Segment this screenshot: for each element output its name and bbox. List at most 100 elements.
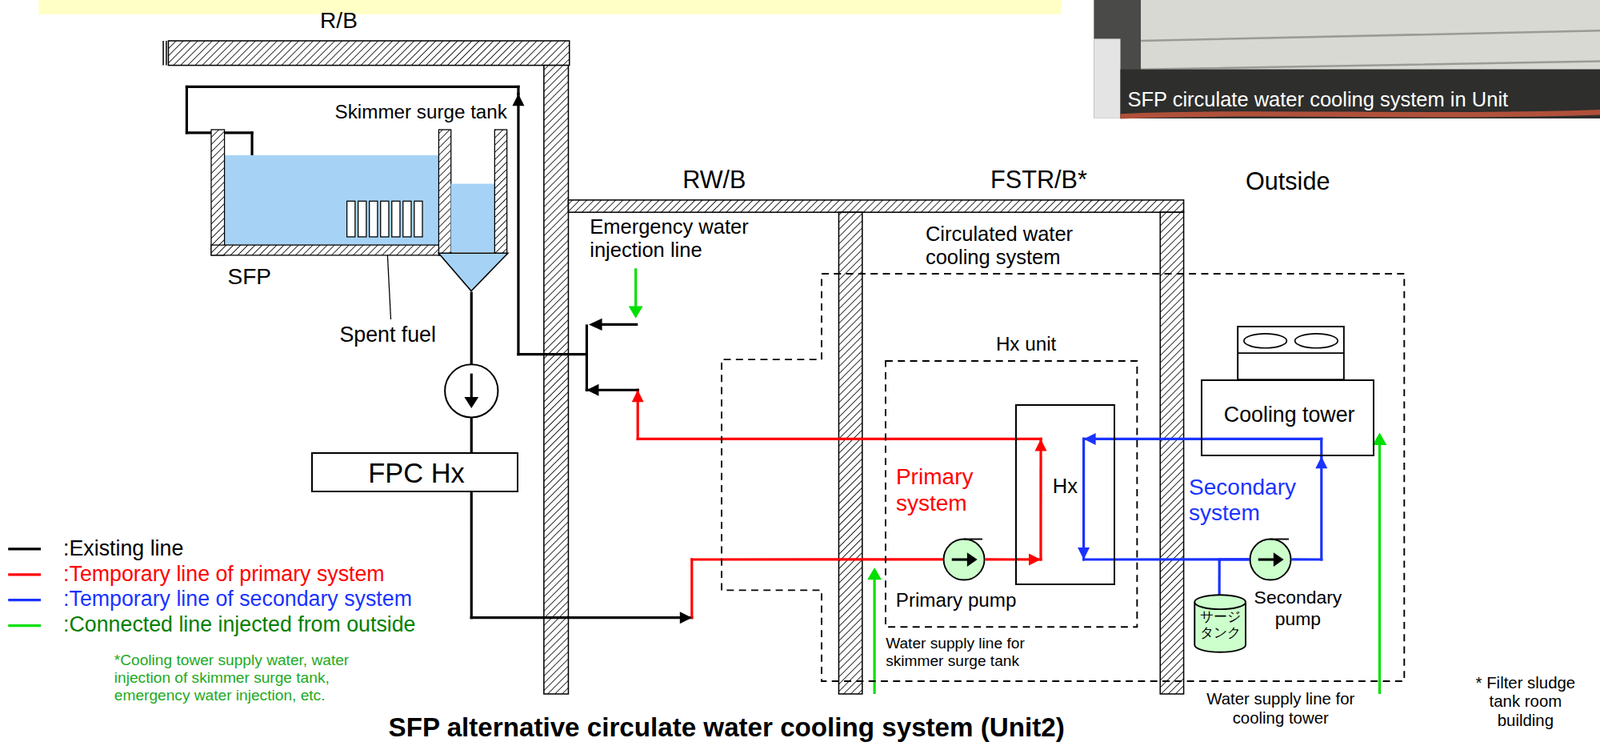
- text-label-holder: * Filter sludge tank room building: [1467, 673, 1585, 730]
- text-label-holder: Emergency water injection line: [589, 215, 764, 263]
- fan-housing: [1237, 326, 1344, 380]
- pump-circle: [1249, 538, 1291, 580]
- surge-tank: サージタンク: [1193, 593, 1247, 653]
- pump-arrow-head: [1273, 552, 1284, 567]
- caption: SFP alternative circulate water cooling …: [388, 713, 1065, 742]
- heat-exchanger-box: Hx: [1015, 404, 1116, 585]
- pump-circle: [944, 538, 985, 580]
- fan: [1295, 333, 1339, 348]
- flow-segment: [518, 352, 587, 356]
- fan-deck: [1237, 352, 1344, 354]
- legend-text: :Temporary line of primary system: [63, 561, 385, 587]
- rwb-roof: [568, 200, 1184, 212]
- text-label-holder: RW/B: [682, 165, 746, 194]
- skimmer-tank: Skimmer surge tank: [430, 129, 512, 293]
- node-label-holder: Hx unit: [996, 332, 1056, 356]
- injection-line: [634, 268, 637, 308]
- tank-top: [1195, 595, 1247, 610]
- text-label: SFP circulate water cooling system in Un…: [1127, 88, 1508, 112]
- node-label-holder: Secondary pump: [1247, 586, 1350, 629]
- photo-tarp-fold: [1140, 30, 1600, 69]
- text-label-holder: Water supply line for skimmer surge tank: [885, 634, 1049, 670]
- arrow-head: [512, 93, 524, 106]
- arrow-head: [1084, 432, 1096, 445]
- flow-segment: [186, 85, 519, 88]
- text-label-holder: Primary system: [896, 464, 993, 516]
- photo-hose: [1120, 112, 1600, 116]
- text-label: R/B: [320, 8, 358, 34]
- text-label-holder: Spent fuel: [339, 322, 436, 348]
- injection-head: [867, 567, 882, 580]
- tank-wall: [495, 129, 508, 255]
- flow-segment: [471, 616, 692, 619]
- legend-line: [8, 624, 41, 627]
- flow-segment: [516, 93, 520, 354]
- node-label: Cooling tower: [1224, 402, 1356, 428]
- text-label-holder: Water supply line for cooling tower: [1191, 689, 1370, 728]
- wall-end: [165, 40, 168, 66]
- flow-segment: [637, 437, 1041, 440]
- text-label: RW/B: [682, 165, 746, 194]
- pool-wall: [438, 129, 451, 256]
- injection-line: [1378, 442, 1381, 694]
- legend-text: :Existing line: [63, 536, 184, 561]
- pump-outlet: [1270, 538, 1289, 540]
- pump-outlet: [964, 537, 983, 540]
- flow-line: [986, 552, 1041, 565]
- injection-line: [873, 577, 876, 694]
- dashed-outline: [885, 360, 1137, 627]
- fuel-assembly: [392, 200, 400, 237]
- pool-floor: [211, 244, 452, 256]
- fpc-pump-symbol: [444, 364, 498, 417]
- flow-segment: [1084, 557, 1248, 560]
- legend-line: [8, 598, 41, 601]
- cooling-tower-fan: [1237, 326, 1344, 380]
- tank-water: [451, 184, 496, 252]
- node-label-holder: Circulated water cooling system: [925, 222, 1094, 270]
- text-label: Water supply line for skimmer surge tank: [885, 634, 1049, 670]
- text-label: Primary system: [896, 464, 993, 516]
- tank-funnel: [438, 252, 508, 291]
- legend-line: [8, 547, 41, 550]
- spent-fuel-pool: SFP: [211, 129, 452, 256]
- photo-ground: [1093, 0, 1600, 119]
- pump-arrow-head: [464, 396, 479, 408]
- stub-line: [600, 323, 638, 326]
- system-region: Circulated water cooling systemHx unitPr…: [721, 273, 1404, 681]
- arrow-head: [1315, 456, 1328, 468]
- photo-shade: [1120, 69, 1600, 119]
- flow-segment: [585, 354, 588, 391]
- text-label: Outside: [1245, 167, 1331, 196]
- pool-wall: [211, 129, 225, 256]
- legend-text-holder: :Temporary line of primary system: [63, 561, 385, 587]
- outside-injection-lines: [628, 268, 1388, 694]
- text-label: FSTR/B*: [990, 165, 1088, 194]
- arrow-head: [586, 384, 599, 396]
- text-label: Secondary system: [1188, 474, 1316, 527]
- skimmer-tank-outline: [430, 129, 512, 293]
- rwb-wall: [838, 212, 862, 694]
- pump-arrow: [1258, 557, 1276, 560]
- flow-line: [1219, 559, 1248, 594]
- flow-segment: [690, 559, 693, 618]
- cooling-tower-box: Cooling tower: [1200, 379, 1375, 456]
- node-label: Skimmer surge tank: [335, 100, 508, 124]
- spent-fuel-pool-outline: [211, 129, 452, 256]
- node-label-holder: Cooling tower: [1224, 402, 1356, 428]
- node-label: Hx unit: [996, 332, 1056, 356]
- text-label: Spent fuel: [339, 322, 436, 348]
- fuel-assembly: [403, 200, 412, 237]
- node-label-holder: FPC Hx: [368, 457, 464, 490]
- node-label-holder: SFP: [227, 264, 272, 290]
- pump-arrow: [952, 557, 970, 560]
- arrow-head: [632, 389, 644, 402]
- pump-arrow: [470, 373, 473, 399]
- legend-text-holder: :Connected line injected from outside: [63, 612, 416, 637]
- pump-symbol-outline: [941, 536, 987, 582]
- flow-segment: [1082, 438, 1085, 560]
- arrow-head: [1028, 552, 1041, 565]
- fuel-assembly: [358, 200, 367, 237]
- node-label-holder: Skimmer surge tank: [335, 100, 508, 124]
- junction-line: [585, 324, 588, 354]
- rb-roof: [168, 40, 569, 66]
